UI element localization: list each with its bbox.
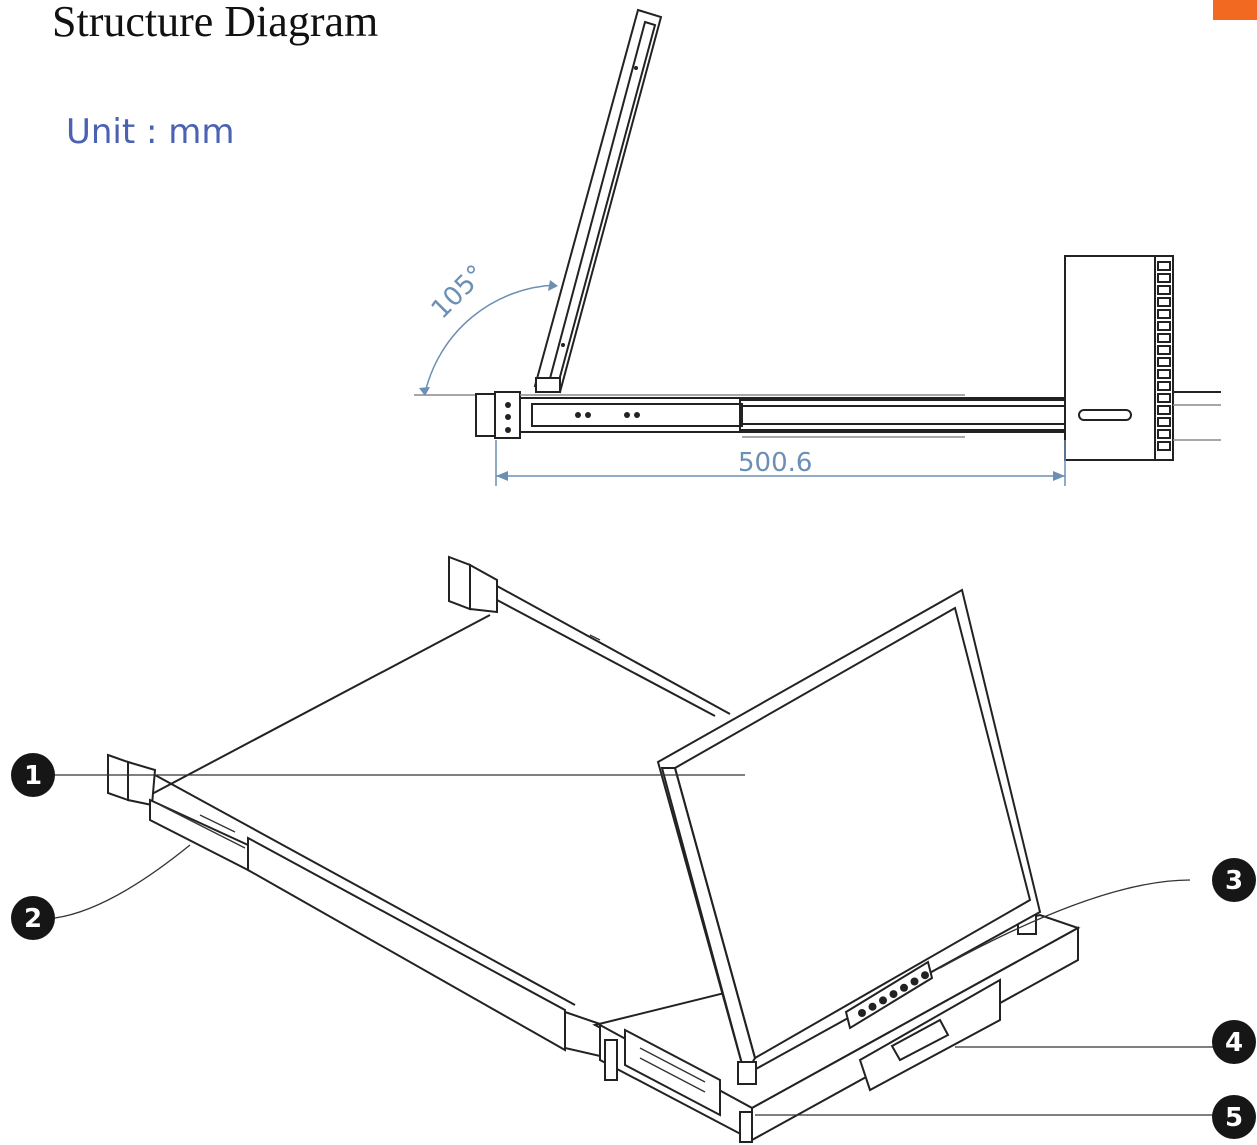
rack-hole bbox=[1157, 393, 1171, 403]
angle-label: 105° bbox=[426, 259, 492, 325]
rack-hole bbox=[1157, 417, 1171, 427]
control-button bbox=[900, 983, 908, 992]
svg-text:2: 2 bbox=[24, 904, 42, 934]
side-view: 105° 500.6 bbox=[414, 8, 1221, 486]
svg-text:4: 4 bbox=[1225, 1028, 1243, 1058]
unit-label: Unit : mm bbox=[66, 112, 235, 152]
control-buttons bbox=[858, 971, 929, 1017]
side-view-lid bbox=[533, 8, 663, 394]
control-button bbox=[879, 996, 887, 1005]
rack-hole bbox=[1157, 321, 1171, 331]
rack-hole bbox=[1157, 273, 1171, 283]
isometric-view: 1 2 3 4 5 bbox=[11, 555, 1256, 1143]
rack-hole bbox=[1157, 309, 1171, 319]
side-view-rail bbox=[414, 391, 1066, 439]
callout-4: 4 bbox=[1212, 1020, 1256, 1064]
rack-hole bbox=[1157, 369, 1171, 379]
svg-text:5: 5 bbox=[1225, 1103, 1243, 1133]
rack-hole bbox=[1157, 405, 1171, 415]
callout-2: 2 bbox=[11, 896, 55, 940]
tray bbox=[149, 614, 576, 1041]
control-button bbox=[889, 990, 898, 999]
rear-rail bbox=[448, 555, 731, 717]
accent-tab bbox=[1213, 0, 1257, 20]
rack-hole bbox=[1157, 429, 1171, 439]
rack-hole bbox=[1157, 297, 1171, 307]
rack-hole bbox=[1157, 357, 1171, 367]
rack-hole bbox=[1157, 441, 1171, 451]
length-dimension: 500.6 bbox=[495, 440, 1066, 486]
control-button bbox=[858, 1009, 866, 1017]
callout-1: 1 bbox=[11, 753, 55, 797]
front-rail bbox=[107, 753, 601, 1058]
lcd-monitor bbox=[656, 588, 1042, 1085]
control-button bbox=[868, 1002, 877, 1011]
rack-hole bbox=[1157, 333, 1171, 343]
svg-text:3: 3 bbox=[1225, 866, 1243, 896]
svg-text:1: 1 bbox=[24, 761, 42, 791]
length-label: 500.6 bbox=[738, 448, 812, 478]
rack-hole bbox=[1157, 381, 1171, 391]
leader-lines bbox=[54, 774, 1225, 1116]
rack-hole bbox=[1157, 345, 1171, 355]
control-button bbox=[921, 971, 929, 980]
callout-5: 5 bbox=[1212, 1095, 1256, 1139]
callout-3: 3 bbox=[1212, 858, 1256, 902]
page-title: Structure Diagram bbox=[52, 0, 379, 46]
control-button bbox=[910, 977, 919, 986]
rack-hole bbox=[1157, 285, 1171, 295]
rack-hole bbox=[1157, 261, 1171, 271]
side-view-rack-post bbox=[1064, 255, 1221, 461]
